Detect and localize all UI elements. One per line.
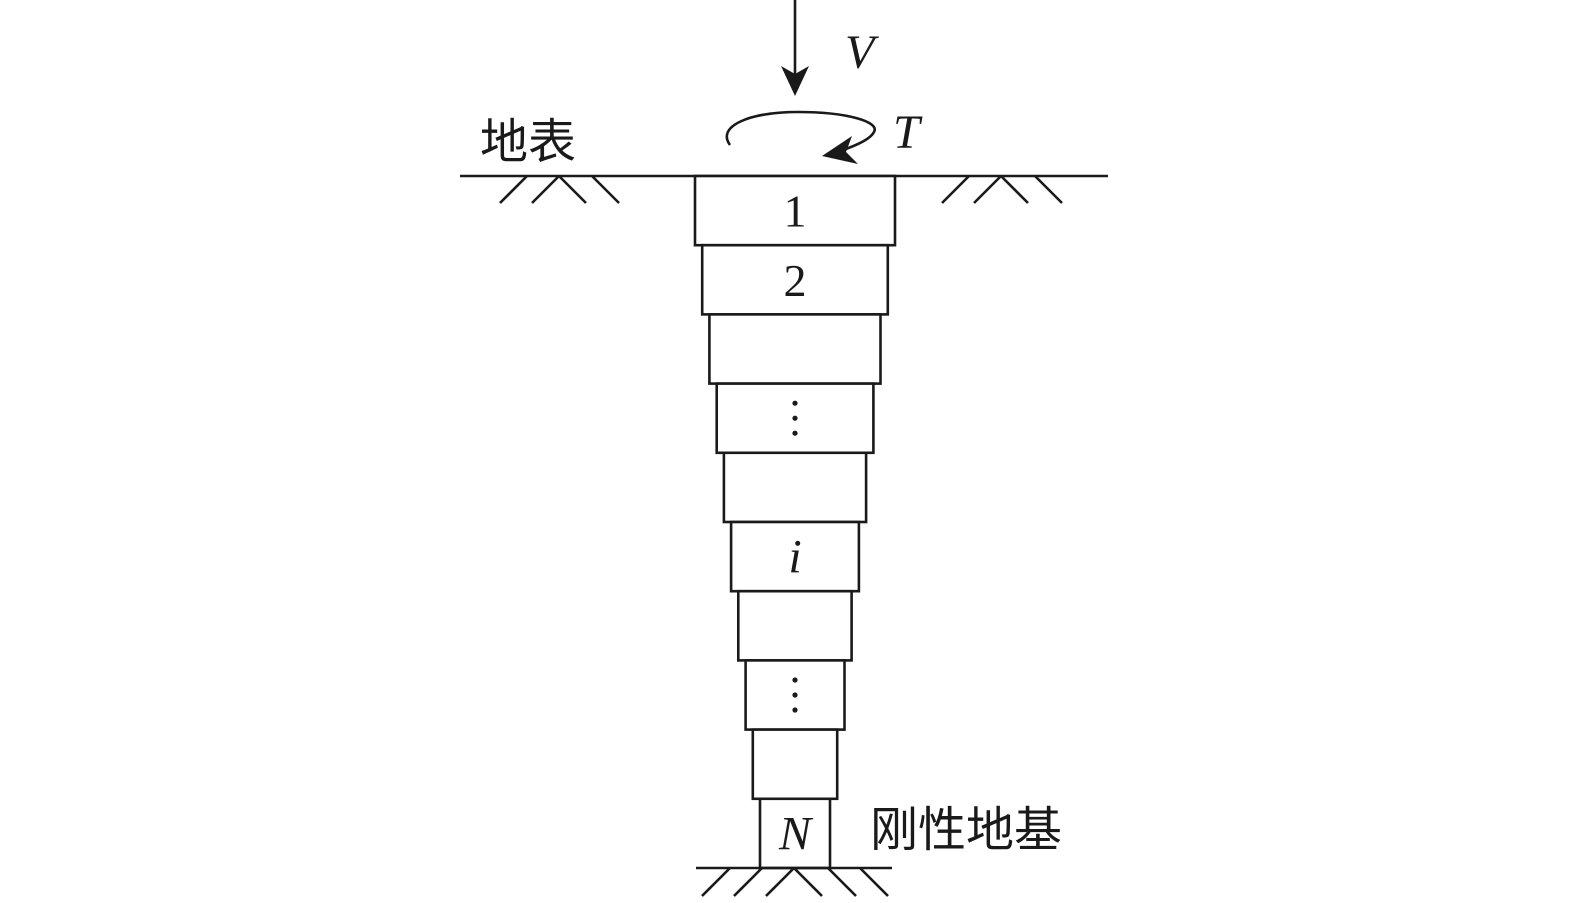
segment-label: N bbox=[778, 807, 814, 860]
segment-ellipsis bbox=[792, 400, 798, 436]
pile-segment bbox=[708, 313, 882, 385]
pile-segment bbox=[722, 451, 868, 524]
segment-label: 2 bbox=[784, 255, 807, 306]
segment-ellipsis bbox=[792, 677, 798, 713]
pile-segment bbox=[736, 589, 853, 662]
ground-surface-label: 地表 bbox=[480, 114, 576, 170]
soil-hatch-right bbox=[941, 175, 1063, 204]
torque-label: T bbox=[893, 106, 923, 159]
rigid-base-label: 刚性地基 bbox=[870, 802, 1062, 858]
segment-label: i bbox=[788, 531, 801, 584]
pile-segment bbox=[751, 728, 839, 801]
torque-arrow bbox=[725, 110, 876, 164]
segment-label: 1 bbox=[784, 186, 807, 237]
pile-segments: 1 2 iN bbox=[693, 174, 897, 870]
vertical-load-arrow bbox=[781, 0, 809, 96]
pile-segment bbox=[700, 243, 890, 316]
pile-segment bbox=[729, 520, 861, 593]
vertical-load-label: V bbox=[845, 26, 879, 79]
soil-hatch-base bbox=[701, 867, 889, 897]
soil-hatch-left bbox=[499, 175, 620, 204]
pile-segment bbox=[693, 174, 897, 247]
